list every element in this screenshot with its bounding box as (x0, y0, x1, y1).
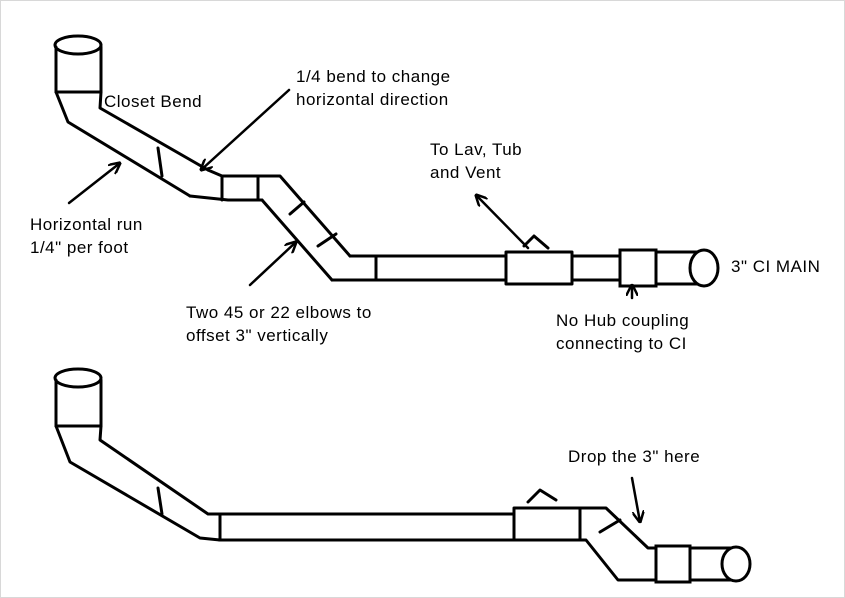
wye-branch-2 (526, 488, 558, 504)
no-hub-label-1: No Hub coupling (556, 311, 689, 330)
elbows-label-2: offset 3" vertically (186, 326, 328, 345)
diagonal-joint (156, 146, 164, 178)
drop-arrow (630, 476, 640, 522)
horizontal-run-label-2: 1/4" per foot (30, 238, 129, 257)
closet-flange-top-2 (53, 367, 103, 389)
horizontal-run-label-1: Horizontal run (30, 215, 143, 234)
no-hub-coupling-2 (654, 544, 692, 584)
quarter-bend (188, 168, 264, 202)
pipe-to-coupling (570, 254, 622, 282)
offset-exit (330, 254, 378, 282)
closet-bend-label: Closet Bend (104, 92, 202, 111)
no-hub-coupling (618, 248, 658, 288)
quarter-bend-label-1: 1/4 bend to change (296, 67, 451, 86)
drop-offset (578, 506, 658, 582)
horizontal-pipe-run-2 (218, 512, 516, 542)
wye-fitting-2 (512, 506, 582, 542)
elbow-offset-45 (256, 174, 352, 282)
closet-bend-diagonal (54, 90, 210, 198)
quarter-bend-arrow (201, 88, 291, 170)
drop-joint (598, 518, 622, 534)
elbows-label-1: Two 45 or 22 elbows to (186, 303, 372, 322)
elbows-arrow (248, 242, 296, 287)
top-pipe-assembly (53, 34, 720, 288)
closet-bend-diagonal-2 (54, 424, 222, 542)
lav-label-2: and Vent (430, 163, 501, 182)
bottom-pipe-assembly (53, 367, 752, 584)
closet-flange-top (53, 34, 103, 56)
wye-branch (522, 234, 550, 250)
lav-arrow (476, 195, 530, 250)
wye-fitting (504, 250, 574, 286)
closet-bend-riser (54, 45, 103, 94)
ci-main-end (688, 248, 720, 288)
lav-label-1: To Lav, Tub (430, 140, 522, 159)
drop-label: Drop the 3" here (568, 447, 700, 466)
ci-main-end-2 (720, 545, 752, 583)
quarter-bend-label-2: horizontal direction (296, 90, 449, 109)
ci-main-label: 3" CI MAIN (731, 257, 820, 276)
horizontal-run-arrow (67, 163, 120, 205)
horizontal-pipe-run (374, 254, 508, 282)
elbow-joints (288, 200, 338, 248)
no-hub-label-2: connecting to CI (556, 334, 687, 353)
diagonal-joint-2 (156, 486, 164, 516)
closet-bend-riser-2 (54, 378, 103, 428)
